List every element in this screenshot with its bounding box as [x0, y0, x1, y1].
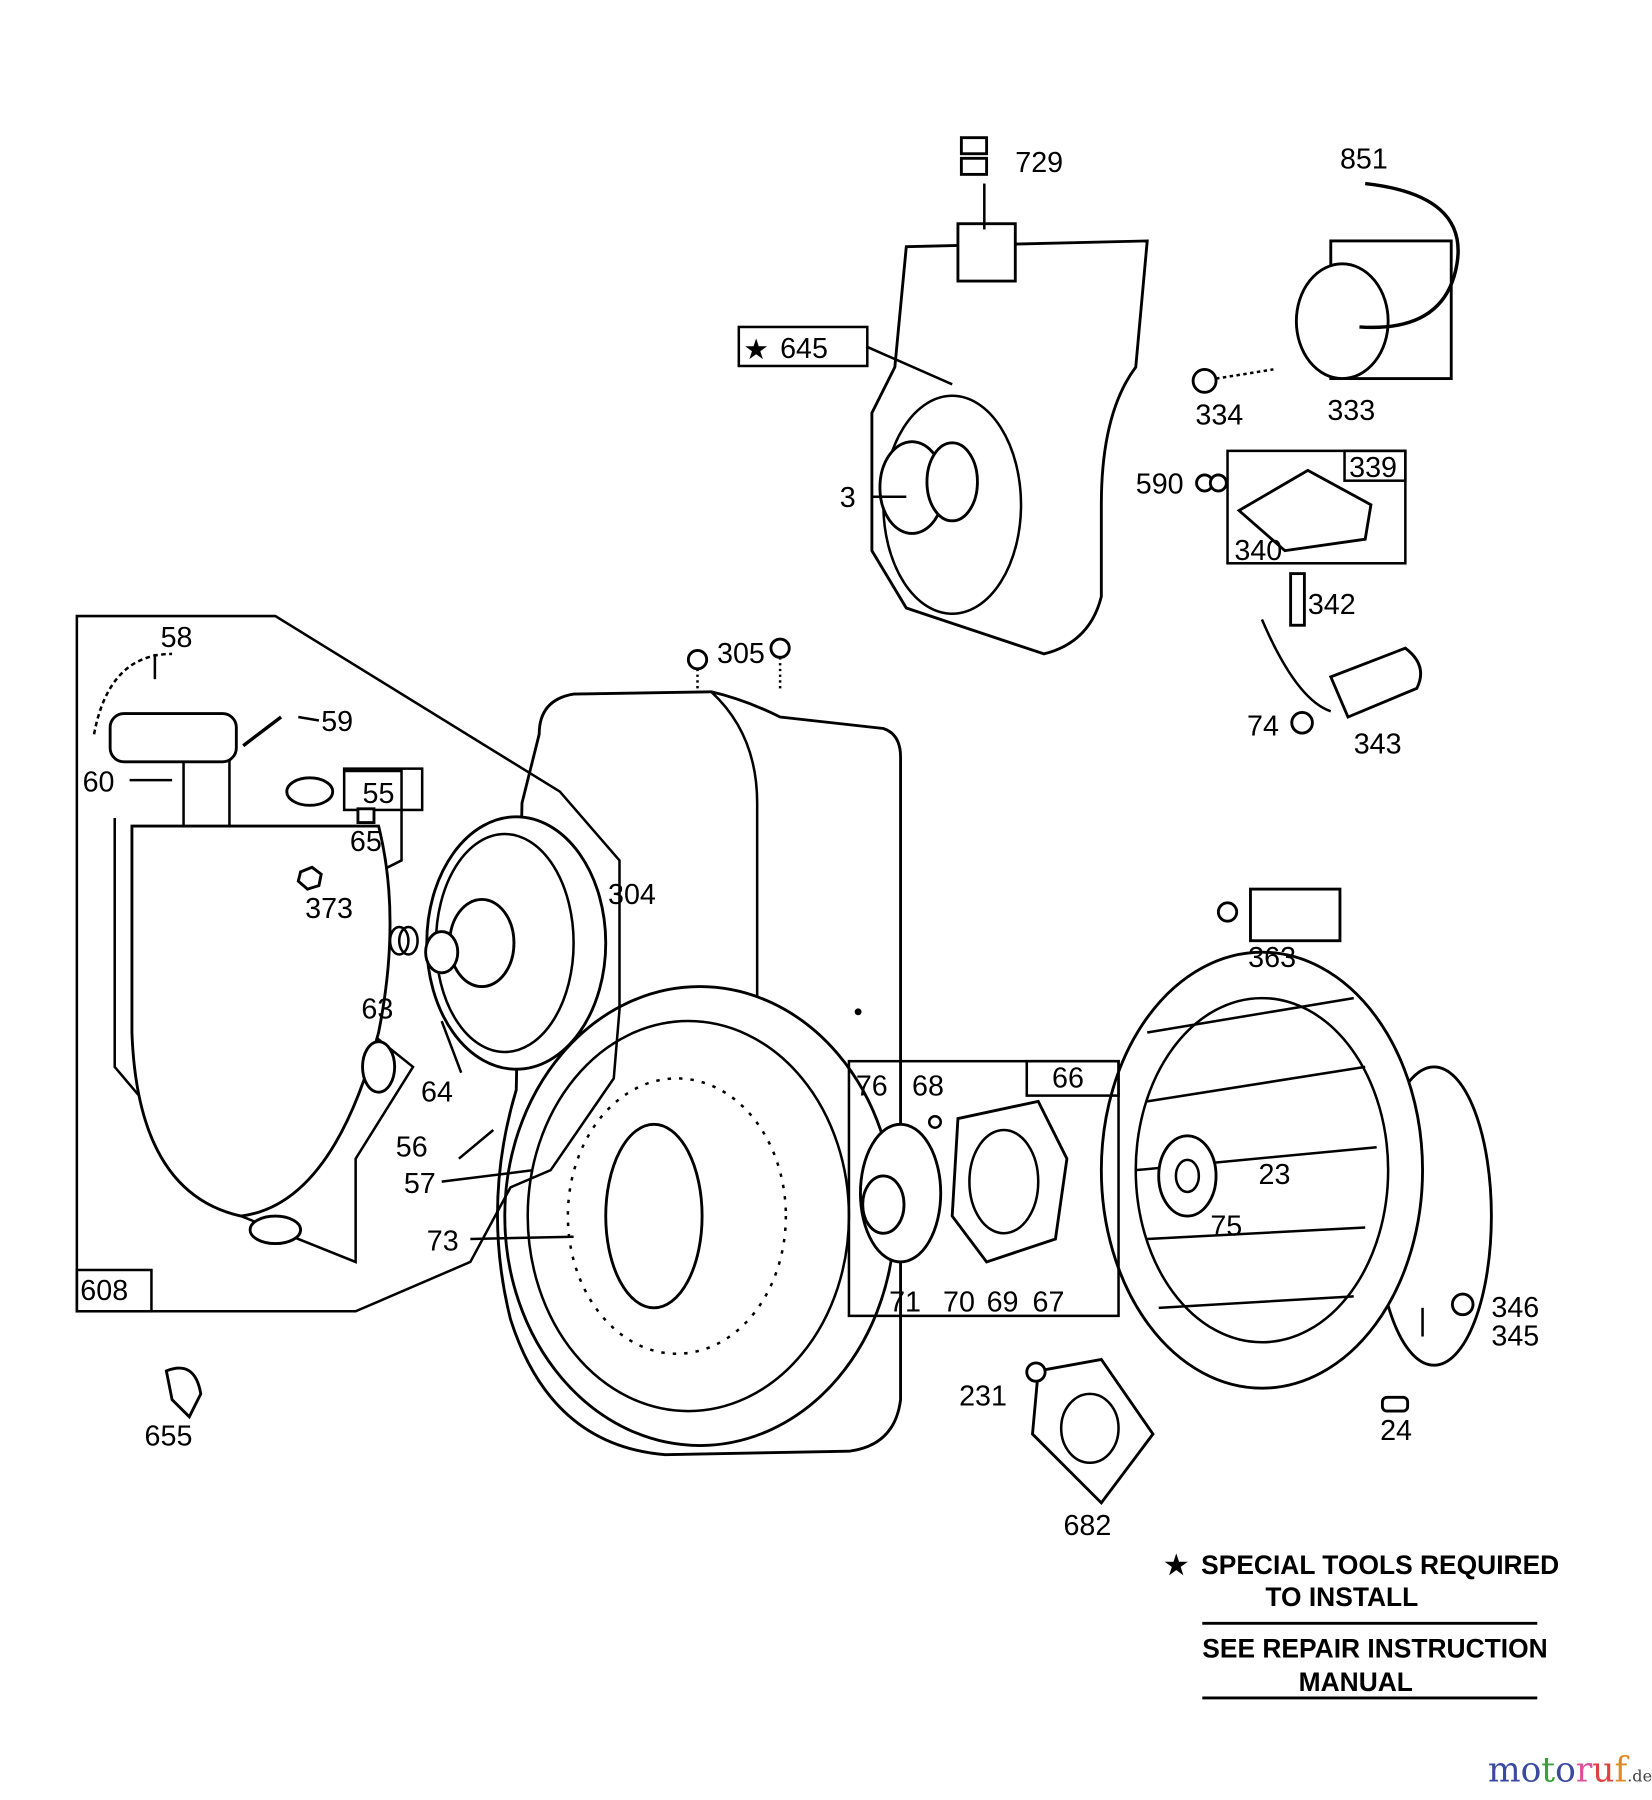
part-label-851: 851 [1340, 144, 1388, 176]
special-tools-note-line2: TO INSTALL [1265, 1582, 1418, 1612]
part-label-65: 65 [350, 826, 382, 858]
part-label-304: 304 [608, 879, 656, 911]
part-label-24: 24 [1380, 1415, 1412, 1447]
clutch-assembly-drawing [847, 1059, 1120, 1318]
notes: ★ SPECIAL TOOLS REQUIRED TO INSTALL SEE … [1164, 1550, 1559, 1700]
part-label-57: 57 [404, 1168, 436, 1200]
part-label-58: 58 [161, 622, 193, 654]
part-label-67: 67 [1032, 1286, 1064, 1318]
part-label-23: 23 [1259, 1159, 1291, 1191]
part-label-343: 343 [1354, 729, 1402, 761]
part-label-64: 64 [421, 1076, 453, 1108]
part-label-63: 63 [361, 994, 393, 1026]
part-label-373: 373 [305, 893, 353, 925]
ignition-drawing [1191, 181, 1460, 735]
part-box-645 [737, 325, 869, 368]
starter-pulley-drawing [388, 815, 608, 1071]
svg-text:motoruf.de: motoruf.de [1488, 1751, 1652, 1791]
part-label-56: 56 [396, 1131, 428, 1163]
crankcase-cover-drawing [870, 136, 1149, 656]
part-label-60: 60 [83, 767, 115, 799]
repair-note-line2: MANUAL [1299, 1667, 1413, 1697]
part-label-340: 340 [1234, 535, 1282, 567]
part-label-305: 305 [717, 638, 765, 670]
star-icon: ★ [1164, 1550, 1188, 1580]
part-label-3: 3 [840, 482, 856, 514]
part-label-75: 75 [1210, 1211, 1242, 1243]
part-label-333: 333 [1327, 395, 1375, 427]
leader-lines [129, 345, 1424, 1337]
part-label-334: 334 [1195, 399, 1243, 431]
part-label-345: 345 [1491, 1321, 1539, 1353]
part-label-655: 655 [145, 1421, 193, 1453]
part-label-729: 729 [1015, 147, 1063, 179]
part-label-342: 342 [1308, 589, 1356, 621]
special-tools-note-line1: SPECIAL TOOLS REQUIRED [1201, 1550, 1559, 1580]
part-label-590: 590 [1136, 468, 1184, 500]
part-label-55: 55 [363, 778, 395, 810]
part-label-59: 59 [321, 706, 353, 738]
part-label-339: 339 [1349, 452, 1397, 484]
part-label-68: 68 [912, 1071, 944, 1103]
rewind-starter-assembly-drawing [75, 614, 621, 1313]
flywheel-drawing [164, 887, 1493, 1506]
part-label-70: 70 [943, 1286, 975, 1318]
part-labels: 729 851 ★ 645 334 333 3 590 339 340 342 … [80, 144, 1539, 1542]
part-label-76: 76 [856, 1071, 888, 1103]
part-label-346: 346 [1491, 1292, 1539, 1324]
part-label-645: 645 [780, 333, 828, 365]
repair-note-line1: SEE REPAIR INSTRUCTION [1202, 1634, 1547, 1664]
part-label-363: 363 [1248, 942, 1296, 974]
part-label-73: 73 [427, 1225, 459, 1257]
part-label-69: 69 [987, 1286, 1019, 1318]
watermark-logo: motoruf.de [1488, 1751, 1652, 1791]
part-label-231: 231 [959, 1380, 1007, 1412]
part-label-74: 74 [1247, 710, 1279, 742]
part-label-682: 682 [1063, 1510, 1111, 1542]
part-label-608: 608 [80, 1275, 128, 1307]
part-label-66: 66 [1052, 1063, 1084, 1095]
blower-housing-drawing [496, 637, 903, 1457]
part-label-71: 71 [889, 1286, 921, 1318]
star-icon: ★ [743, 334, 769, 366]
